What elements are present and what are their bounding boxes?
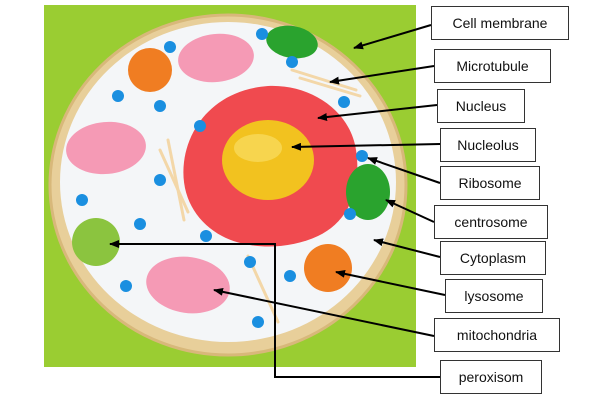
microtubule [290, 68, 358, 92]
cookie-edge [48, 13, 408, 357]
pointer-mitochondria [213, 287, 435, 337]
ribosome-dot [112, 90, 124, 102]
label-cell-membrane: Cell membrane [431, 6, 569, 40]
ribosome-dot [252, 316, 264, 328]
ribosome-dot [120, 280, 132, 292]
centrosome-top [266, 25, 318, 59]
ribosome-dot [338, 96, 350, 108]
label-cytoplasm: Cytoplasm [440, 241, 546, 275]
centrosome-right [346, 164, 390, 220]
ribosome-dot [284, 270, 296, 282]
label-centrosome: centrosome [434, 205, 548, 239]
pointer-peroxisom [109, 240, 440, 378]
microtubule [158, 148, 190, 214]
mitochondria-left [66, 121, 146, 175]
label-ribosome: Ribosome [440, 166, 540, 200]
label-microtubule: Microtubule [434, 49, 551, 83]
microtubule [166, 138, 186, 222]
ribosome-dot [76, 194, 88, 206]
lysosome-top [128, 48, 172, 92]
lysosome-bottom [304, 244, 352, 292]
pointer-nucleolus [291, 142, 441, 151]
label-lysosome: lysosome [445, 279, 543, 313]
ribosome-dot [164, 41, 176, 53]
pointer-nucleus [317, 104, 438, 121]
mitochondria-bottom [146, 256, 230, 314]
pointer-centrosome [385, 199, 435, 223]
ribosomes [76, 28, 368, 328]
ribosome-dot [256, 28, 268, 40]
ribosome-dot [154, 100, 166, 112]
ribosome-dot [244, 256, 256, 268]
ribosome-dot [200, 230, 212, 242]
label-nucleus: Nucleus [437, 89, 525, 123]
ribosome-dot [356, 150, 368, 162]
ribosome-dot [154, 174, 166, 186]
pointer-microtubule [329, 65, 435, 85]
mitochondria-top [178, 33, 254, 83]
label-peroxisom: peroxisom [440, 360, 542, 394]
ribosome-dot [194, 120, 206, 132]
nucleolus-highlight [234, 134, 282, 162]
pointer-cytoplasm [373, 238, 441, 258]
ribosome-dot [344, 208, 356, 220]
pointer-lines [109, 24, 446, 378]
microtubule [298, 76, 362, 98]
ribosome-dot [286, 56, 298, 68]
peroxisome-shape [72, 218, 120, 266]
pointer-cell-membrane [353, 24, 432, 50]
cell-model-photo [44, 5, 416, 367]
pointer-lysosome [335, 269, 446, 296]
label-nucleolus: Nucleolus [440, 128, 536, 162]
pointer-ribosome [367, 157, 441, 184]
label-mitochondria: mitochondria [434, 318, 560, 352]
ribosome-dot [134, 218, 146, 230]
